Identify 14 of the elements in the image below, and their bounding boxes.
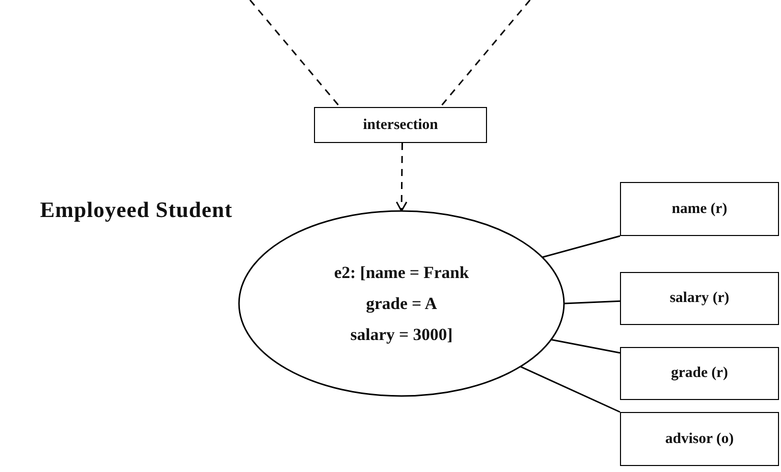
connector-line <box>520 366 620 413</box>
attribute-box: name (r) <box>620 182 779 236</box>
entity-heading: Employeed Student <box>40 197 232 223</box>
connector-line <box>440 0 531 108</box>
connector-line <box>542 235 620 258</box>
operation-box: intersection <box>314 107 487 143</box>
object-values: e2: [name = Frank grade = A salary = 3000] <box>334 262 469 346</box>
connector-line <box>550 338 620 354</box>
connector-line <box>564 300 620 304</box>
arrow <box>396 143 408 212</box>
attribute-box: advisor (o) <box>620 412 779 466</box>
attribute-box: grade (r) <box>620 347 779 400</box>
attribute-box: salary (r) <box>620 272 779 325</box>
connector-line <box>249 0 341 108</box>
